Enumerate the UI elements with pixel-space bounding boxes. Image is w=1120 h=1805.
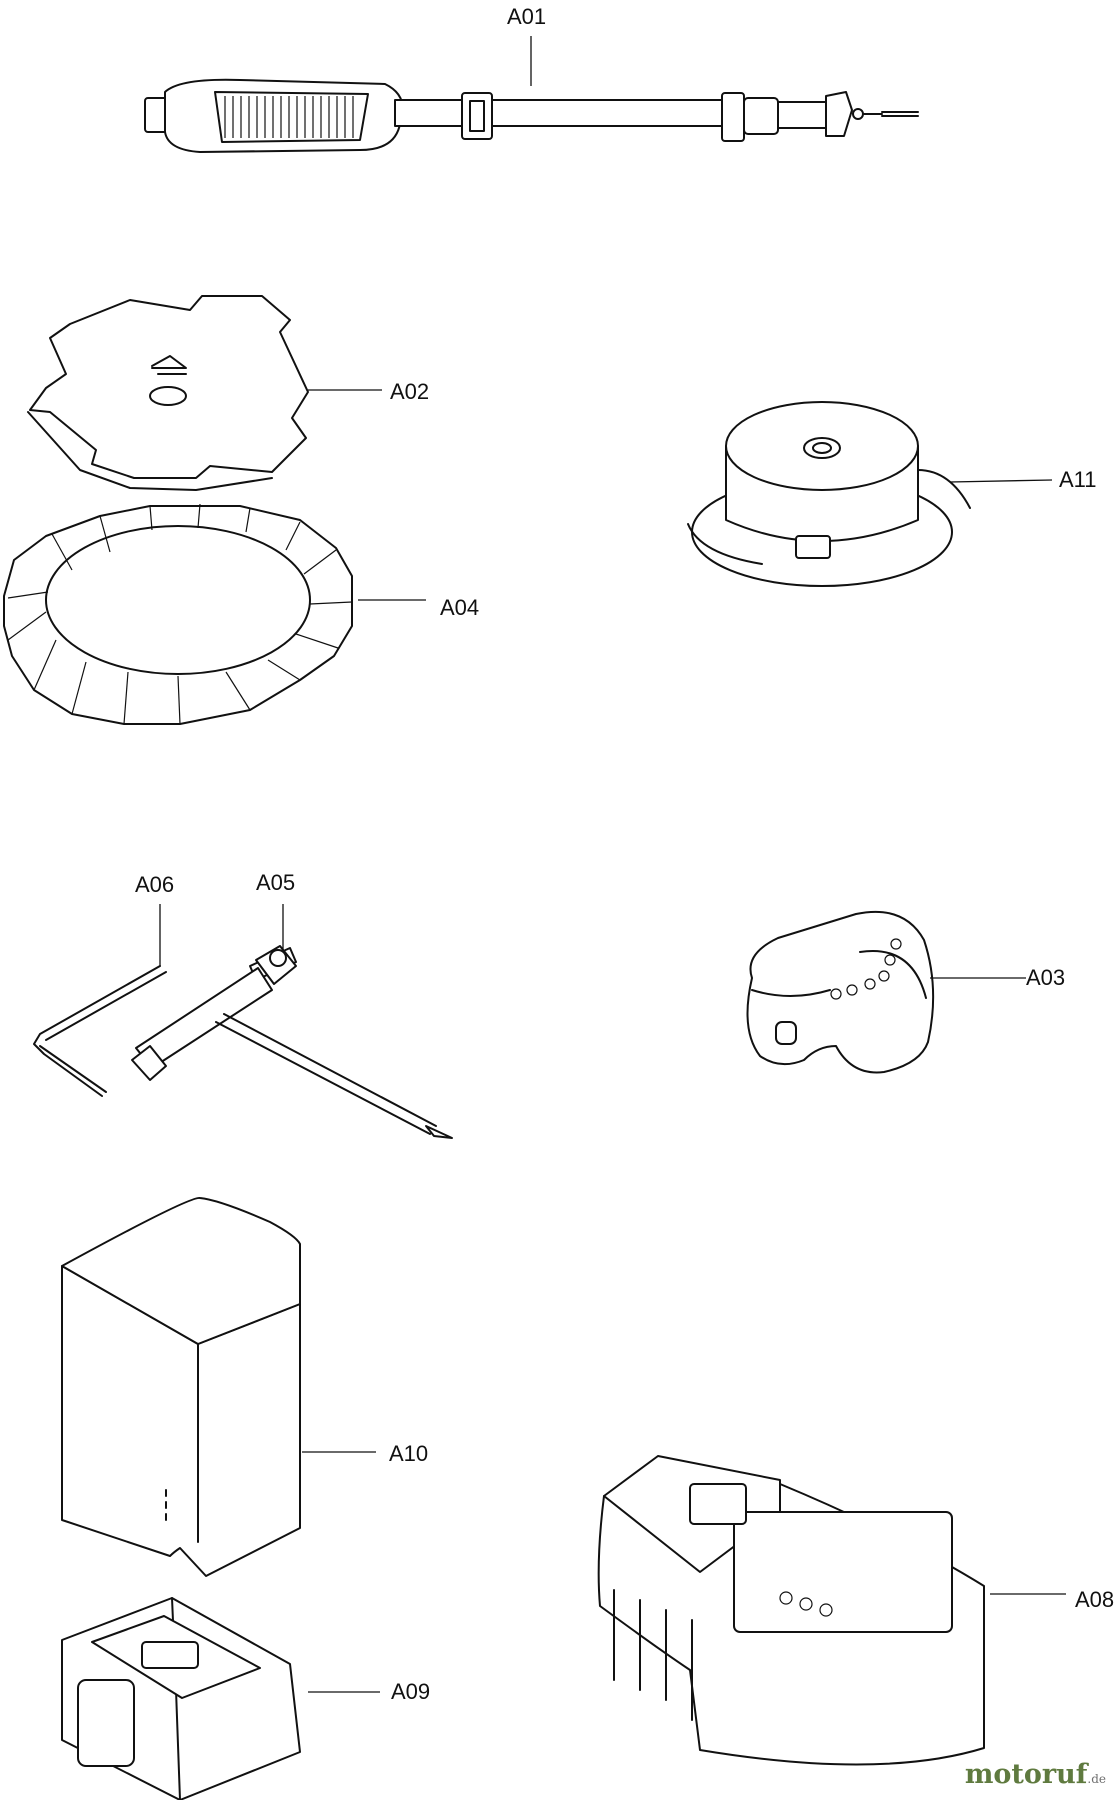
blade-guard-ring (3, 503, 426, 725)
battery-pack (61, 1597, 380, 1801)
label-a05: A05 (256, 870, 296, 895)
label-a06: A06 (135, 872, 175, 897)
label-a03: A03 (1026, 965, 1066, 990)
trimmer-line-head (687, 401, 1053, 587)
label-a02: A02 (390, 379, 430, 404)
label-a01: A01 (507, 4, 547, 29)
battery-charger (597, 1455, 1066, 1766)
watermark-main-text: motoruf (964, 1759, 1088, 1790)
watermark-tld-text: .de (1087, 1772, 1106, 1786)
hex-key (33, 904, 167, 1097)
label-a04: A04 (440, 595, 480, 620)
label-a09: A09 (391, 1679, 431, 1704)
safety-goggles (746, 910, 1026, 1074)
label-a11: A11 (1059, 467, 1097, 492)
label-a10: A10 (389, 1441, 429, 1466)
watermark-logo: motoruf.de (965, 1759, 1106, 1790)
shoulder-strap (144, 36, 919, 153)
battery-cover (61, 1196, 376, 1577)
label-a08: A08 (1075, 1587, 1115, 1612)
four-tooth-blade (27, 295, 382, 491)
socket-wrench (131, 904, 453, 1139)
